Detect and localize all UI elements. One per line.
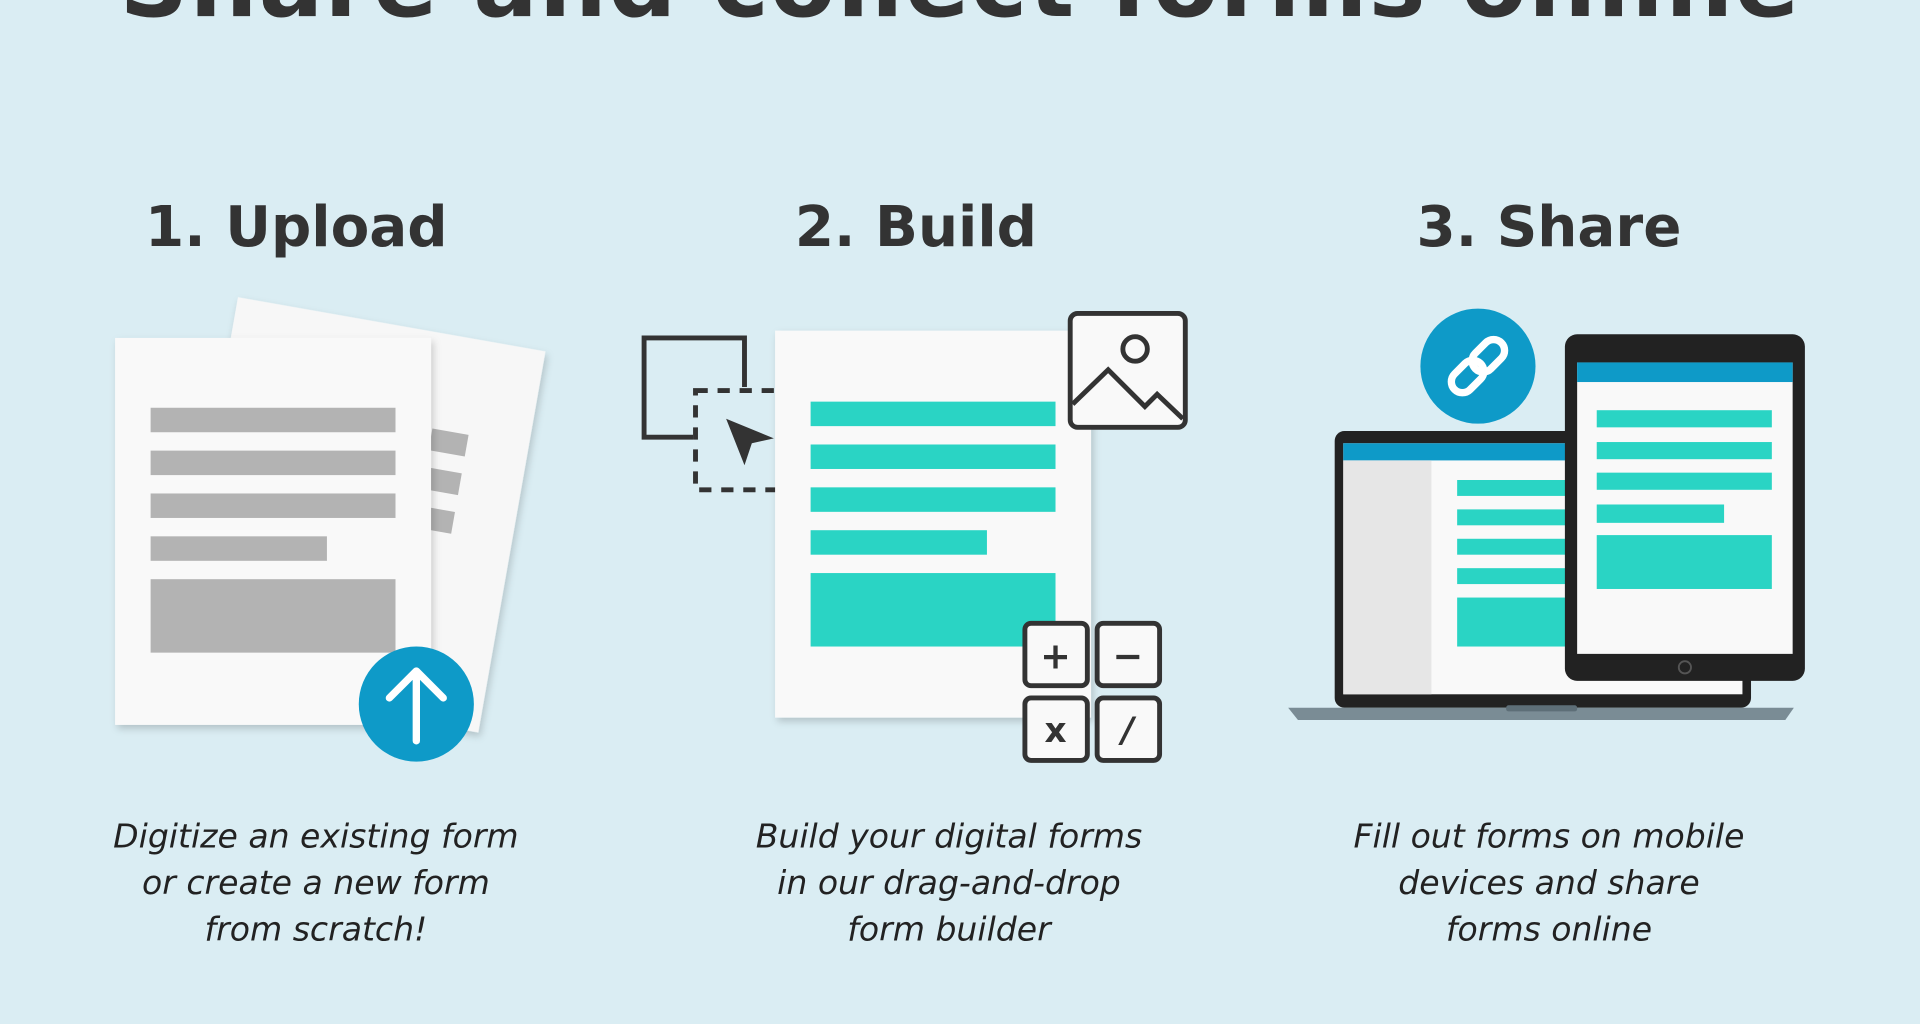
- share-illustration: [1288, 308, 1805, 721]
- caption-line: in our drag-and-drop: [777, 864, 1121, 903]
- build-illustration: + − x /: [641, 311, 1188, 763]
- step-upload-heading: 1. Upload: [145, 193, 448, 260]
- caption-line: Build your digital forms: [755, 817, 1143, 856]
- calculator-icon: + − x /: [1022, 620, 1163, 763]
- plus-key: +: [1040, 635, 1071, 678]
- caption-line: from scratch!: [204, 911, 428, 949]
- upload-arrow-icon: [358, 646, 474, 762]
- step-build-heading: 2. Build: [794, 193, 1038, 260]
- step-build-caption: Build your digital forms in our drag-and…: [680, 814, 1219, 954]
- caption-line: devices and share: [1398, 864, 1700, 903]
- document-icon: [115, 337, 432, 725]
- link-icon: [1420, 308, 1536, 424]
- caption-line: or create a new form: [142, 864, 490, 903]
- minus-key: −: [1112, 635, 1143, 678]
- caption-line: forms online: [1445, 911, 1653, 949]
- step-upload-caption: Digitize an existing form or create a ne…: [47, 814, 586, 954]
- cursor-icon: [726, 418, 774, 466]
- step-share-caption: Fill out forms on mobile devices and sha…: [1280, 814, 1819, 954]
- page-title: Share and collect forms online: [0, 0, 1920, 39]
- divide-key: /: [1117, 711, 1136, 751]
- drag-select-icon: [641, 335, 800, 493]
- step-share-heading: 3. Share: [1416, 193, 1682, 260]
- image-icon: [1067, 311, 1188, 430]
- tablet-icon: [1564, 334, 1805, 681]
- upload-illustration: [115, 297, 546, 762]
- times-key: x: [1044, 711, 1066, 751]
- caption-line: Fill out forms on mobile: [1353, 817, 1745, 856]
- caption-line: Digitize an existing form: [113, 817, 519, 856]
- caption-line: form builder: [847, 911, 1051, 949]
